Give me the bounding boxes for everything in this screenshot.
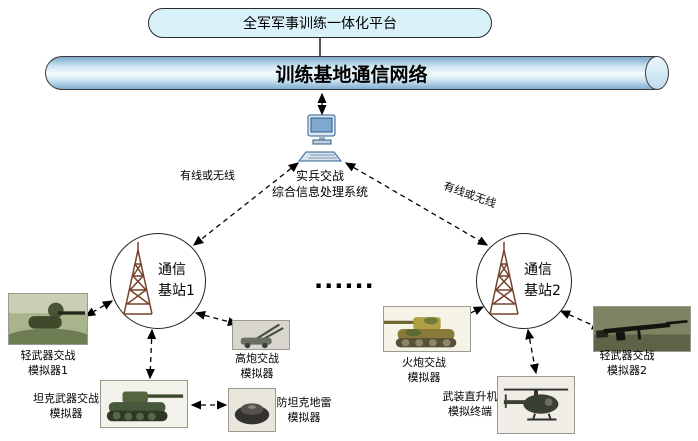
light-weapon-sim-2-label: 轻武器交战 模拟器2 (599, 349, 655, 377)
antenna-tower-icon (121, 242, 155, 320)
artillery-photo (383, 306, 471, 352)
artillery-sim-label: 火炮交战 模拟器 (402, 356, 446, 384)
soldier-photo (8, 293, 88, 345)
aa-gun-photo (232, 320, 290, 350)
base-station-2: 通信 基站2 (476, 233, 572, 329)
antitank-mine-photo (228, 388, 276, 432)
base-station-1-label: 通信 基站1 (158, 262, 195, 299)
link-label-right: 有线或无线 (441, 179, 498, 211)
backbone-title: 训练基地通信网络 (275, 63, 428, 86)
helicopter-photo (497, 376, 575, 434)
platform-title: 全军军事训练一体化平台 (243, 16, 397, 32)
base-station-2-label: 通信 基站2 (524, 262, 561, 299)
light-weapon-sim-1-label: 轻武器交战 模拟器1 (20, 349, 76, 377)
link-label-left: 有线或无线 (180, 169, 235, 182)
backbone-network-bar: 训练基地通信网络 (45, 56, 657, 90)
backbone-cylinder-cap (645, 56, 669, 90)
helicopter-terminal-label: 武装直升机 模拟终端 (442, 390, 498, 418)
link-station1-soldier (84, 300, 114, 317)
aa-gun-sim-label: 高炮交战 模拟器 (235, 352, 279, 380)
base-station-1: 通信 基站1 (110, 233, 206, 329)
antenna-tower-icon (487, 242, 521, 320)
link-station1-tank (145, 328, 157, 380)
link-station2-helicopter (525, 328, 539, 375)
platform-title-box: 全军军事训练一体化平台 (148, 8, 492, 38)
antitank-mine-sim-label: 防坦克地雷 模拟器 (276, 396, 332, 424)
link-station1-aagun (194, 310, 239, 327)
tank-photo (100, 380, 188, 428)
tank-weapon-sim-label: 坦克武器交战 模拟器 (33, 392, 99, 420)
computer-icon (297, 114, 344, 164)
stations-ellipsis: ...... (314, 266, 375, 294)
rifle-photo (593, 306, 691, 352)
processing-system-label: 实兵交战 综合信息处理系统 (271, 169, 368, 200)
